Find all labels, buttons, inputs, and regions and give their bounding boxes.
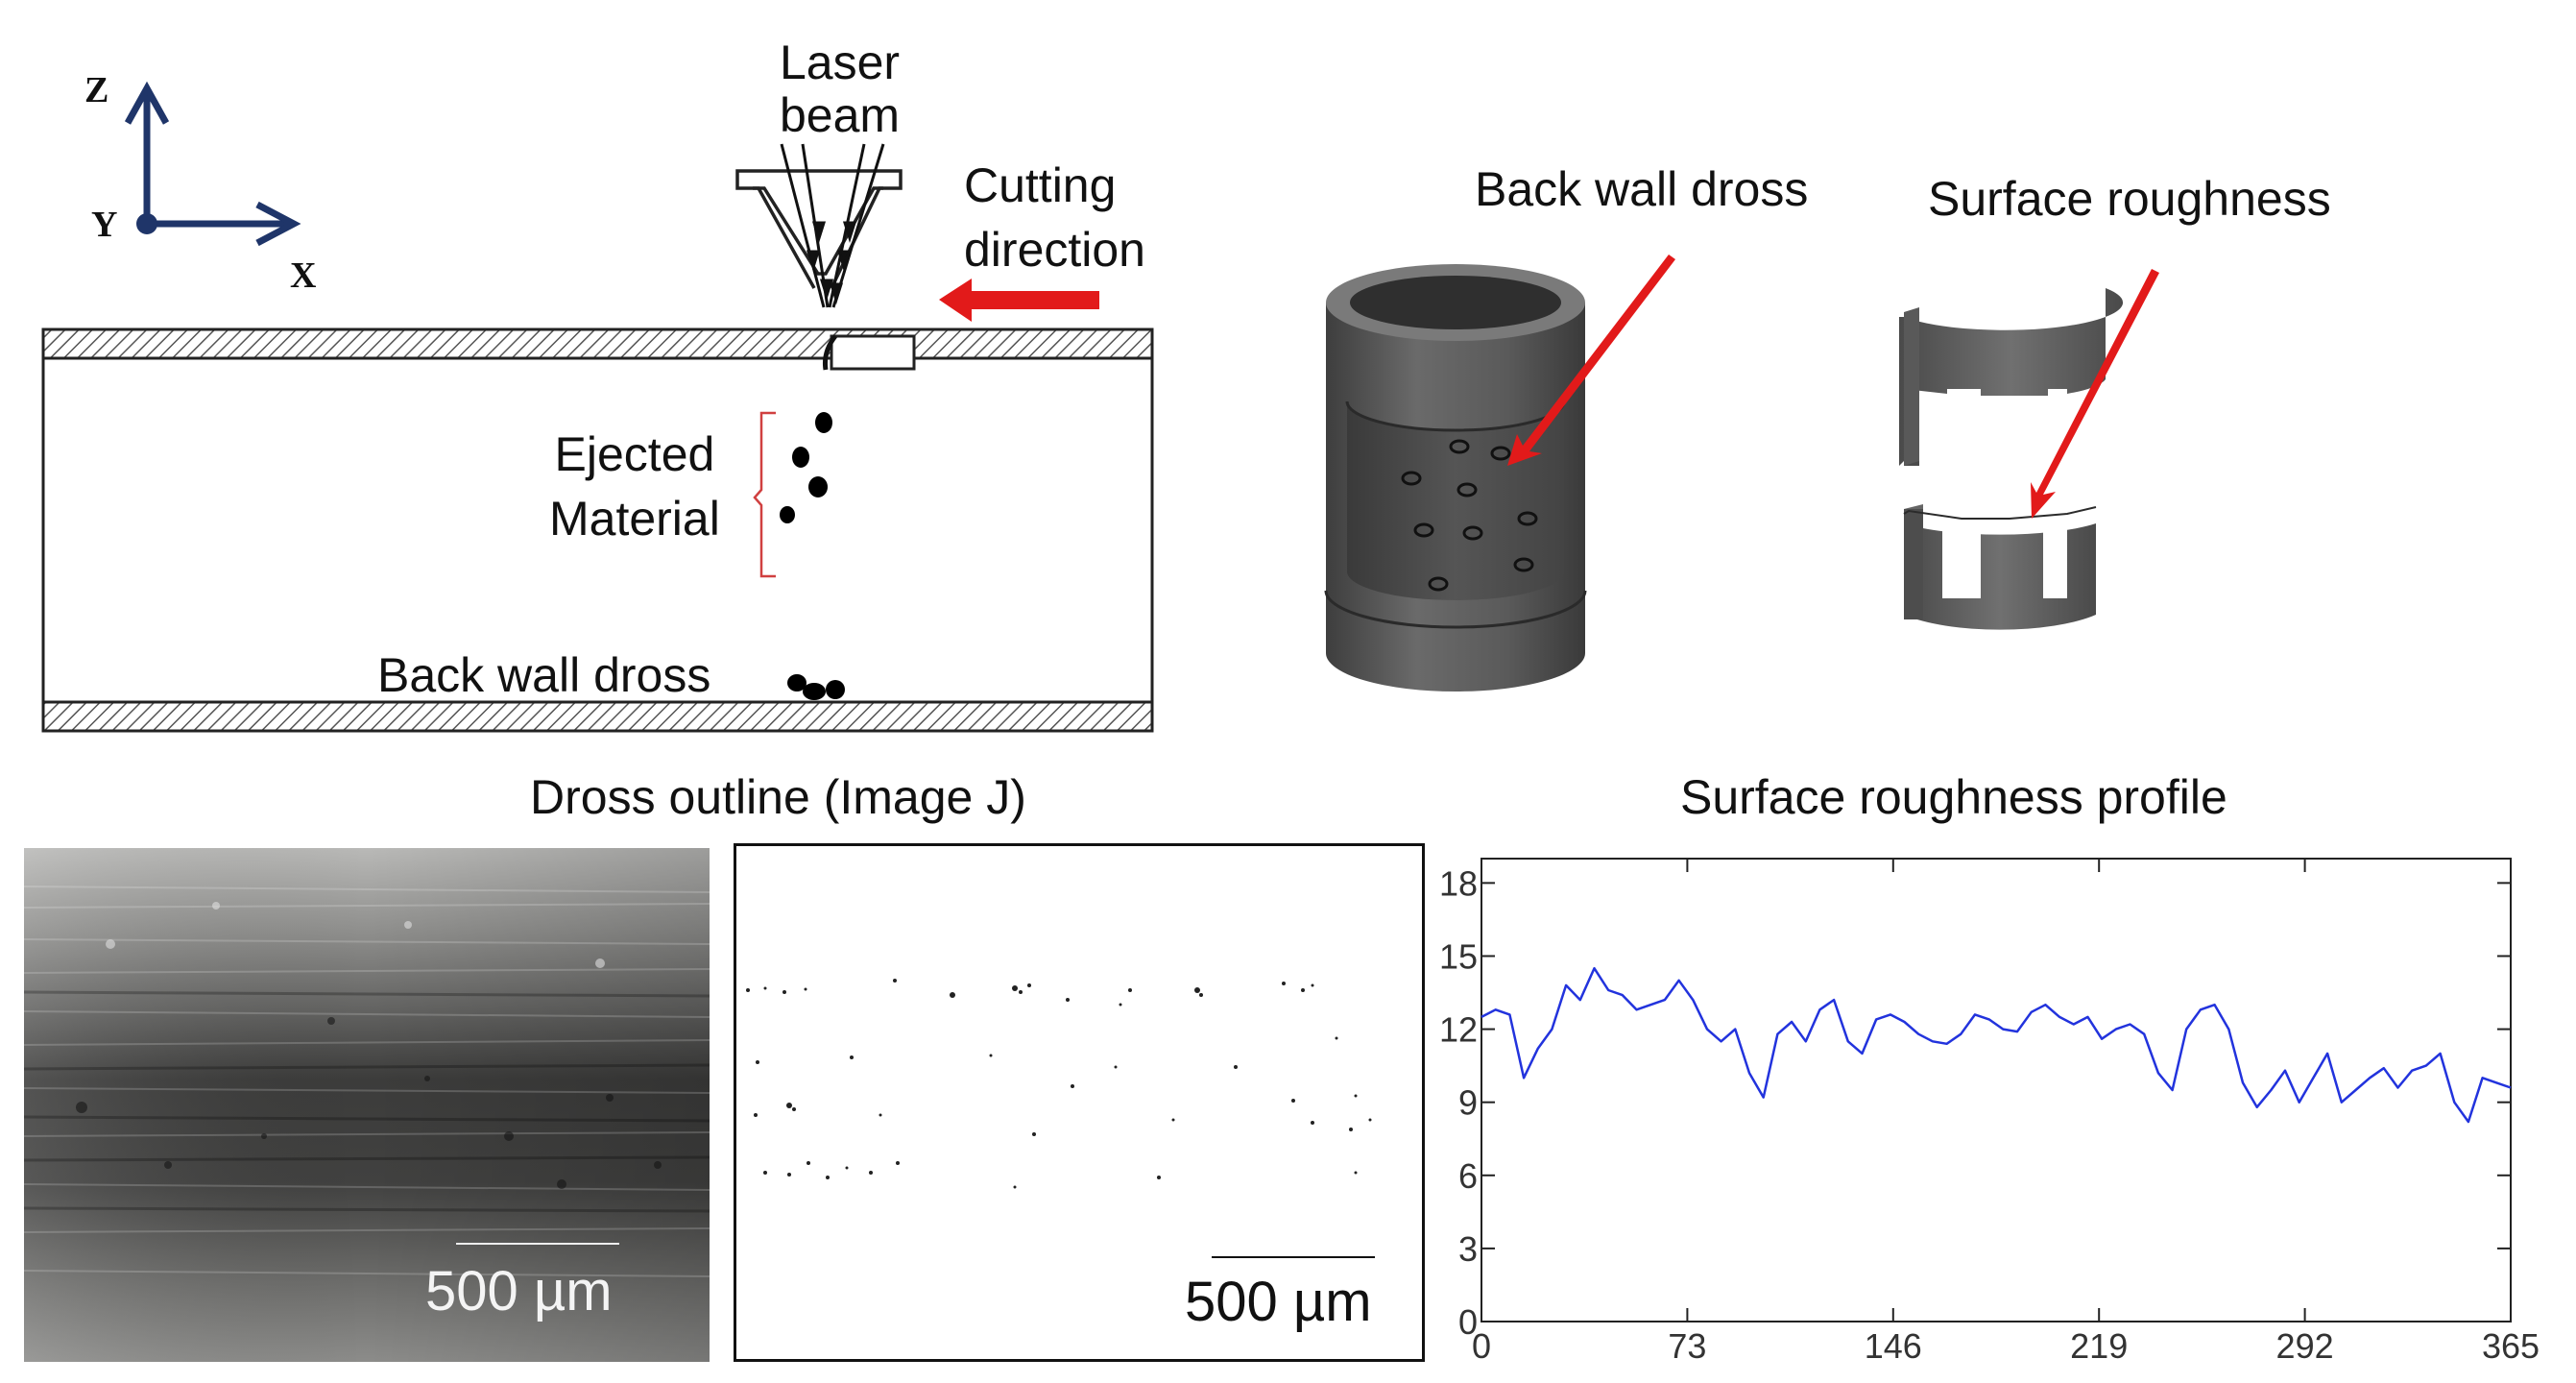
cutting-direction-arrow-icon bbox=[939, 279, 1099, 322]
y-tick-label: 6 bbox=[1458, 1156, 1478, 1196]
tube-top-wall bbox=[41, 328, 1154, 360]
x-tick-label: 365 bbox=[2482, 1326, 2540, 1366]
cutting-schematic bbox=[41, 81, 1154, 733]
dross-pointer-arrow-icon bbox=[1507, 255, 1675, 466]
render-surface-roughness-label: Surface roughness bbox=[1928, 172, 2331, 226]
roughness-profile-title: Surface roughness profile bbox=[1680, 770, 2227, 824]
axis-z-label: Z bbox=[84, 70, 109, 110]
x-tick-label: 146 bbox=[1865, 1326, 1922, 1366]
y-tick-label: 9 bbox=[1458, 1083, 1478, 1123]
x-tick-label: 0 bbox=[1472, 1326, 1491, 1366]
roughness-chart: 0 3 6 9 12 15 18 0 73 146 219 292 365 bbox=[1437, 837, 2576, 1375]
x-tick-label: 219 bbox=[2070, 1326, 2128, 1366]
ejected-material-droplets-icon bbox=[780, 412, 832, 523]
roughness-series-line bbox=[1481, 966, 2512, 1124]
axis-y-label: Y bbox=[91, 205, 118, 245]
ejected-material-label: Ejected Material bbox=[549, 427, 720, 546]
dross-outline-panel: 500 µm bbox=[734, 843, 1425, 1362]
x-tick-label: 292 bbox=[2276, 1326, 2334, 1366]
dross-outline-title: Dross outline (Image J) bbox=[530, 770, 1026, 824]
y-tick-label: 3 bbox=[1458, 1229, 1478, 1269]
axis-x-label: X bbox=[290, 255, 317, 296]
schematic-back-wall-dross-label: Back wall dross bbox=[377, 648, 711, 702]
photo-scale-label: 500 µm bbox=[425, 1260, 613, 1322]
coordinate-axes-icon bbox=[124, 81, 301, 247]
roughness-pointer-arrow-icon bbox=[2031, 269, 2159, 519]
cut-shell-icon bbox=[1899, 288, 2124, 630]
y-tick-label: 12 bbox=[1439, 1010, 1478, 1050]
back-wall-dross-droplets-icon bbox=[787, 674, 845, 700]
tube-bottom-wall bbox=[41, 700, 1154, 733]
laser-beam-rays-icon bbox=[780, 143, 885, 308]
cylinder-with-dross-icon bbox=[1324, 264, 1587, 692]
render-back-wall-dross-label: Back wall dross bbox=[1475, 162, 1809, 216]
x-tick-label: 73 bbox=[1668, 1326, 1706, 1366]
render-3d bbox=[1324, 255, 2159, 692]
y-tick-label: 15 bbox=[1439, 936, 1478, 976]
microscope-photo: 500 µm bbox=[24, 848, 710, 1362]
kerf-cut bbox=[830, 334, 916, 371]
y-tick-label: 0 bbox=[1458, 1302, 1478, 1342]
outline-scale-label: 500 µm bbox=[1185, 1271, 1372, 1333]
ejected-bracket bbox=[753, 411, 776, 578]
laser-beam-label: Laser beam bbox=[780, 36, 901, 142]
y-tick-label: 18 bbox=[1439, 863, 1478, 903]
cutting-direction-label: Cutting direction bbox=[964, 158, 1145, 277]
